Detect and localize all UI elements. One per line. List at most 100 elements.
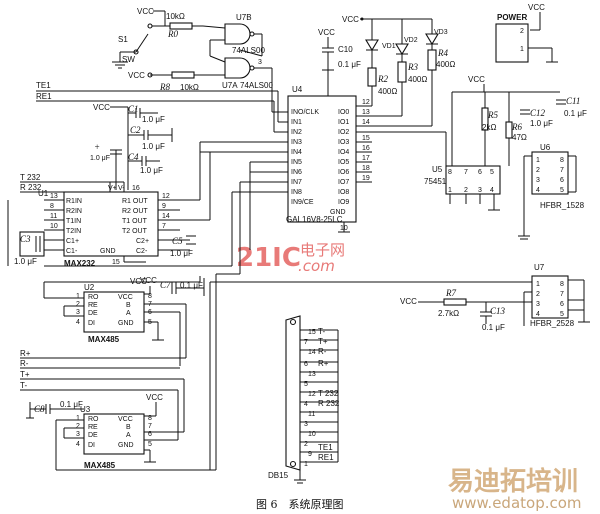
- u3-pin-a: A: [126, 432, 131, 439]
- u7a-label: U7A: [222, 81, 238, 90]
- r4-value: 400Ω: [436, 60, 455, 69]
- svg-text:12: 12: [162, 193, 170, 200]
- c7-value: 0.1 μF: [180, 281, 203, 290]
- vcc-label-u2: VCC: [130, 277, 147, 286]
- u2-pin-ro: RO: [88, 294, 99, 301]
- svg-text:3: 3: [258, 59, 262, 66]
- db15-pin-9: 9: [308, 451, 312, 458]
- te1-label: TE1: [36, 81, 51, 90]
- u4-pin-io1: IO1: [338, 119, 349, 126]
- svg-text:6: 6: [478, 169, 482, 176]
- u1-pin-r2in: R2IN: [66, 208, 82, 215]
- rs485-bus: R+ R- T+ T-: [20, 349, 186, 440]
- c12-label: C12: [530, 108, 546, 118]
- c8-value: 0.1 μF: [60, 400, 83, 409]
- svg-text:3: 3: [536, 177, 540, 184]
- u4-pin-in5: IN5: [291, 159, 302, 166]
- u4-body: [287, 95, 357, 223]
- svg-text:4: 4: [76, 441, 80, 448]
- watermark-edatop: 易迪拓培训 www.edatop.com: [448, 467, 582, 512]
- resistor-r2: [367, 67, 377, 87]
- vcc-label-c10: VCC: [318, 28, 335, 37]
- u4-pin-in0: INO/CLK: [291, 109, 319, 116]
- u7a-part: 74ALS00: [240, 81, 273, 90]
- svg-text:2: 2: [536, 291, 540, 298]
- u4-part: GAL16V8-25LC: [286, 215, 343, 224]
- te-re-signals: TE1 RE1: [36, 81, 288, 193]
- u4-pinnum-17: 17: [362, 155, 370, 162]
- r2-label: R2: [377, 74, 388, 84]
- r3-label: R3: [407, 62, 418, 72]
- u4-pin-io8: IO8: [338, 189, 349, 196]
- svg-text:V-: V-: [118, 185, 125, 192]
- t-plus-label: T+: [20, 370, 30, 379]
- svg-text:5: 5: [560, 187, 564, 194]
- svg-text:8: 8: [148, 415, 152, 422]
- svg-text:10: 10: [50, 223, 58, 230]
- u4-pin-io9: IO9: [338, 199, 349, 206]
- c13-value: 0.1 μF: [482, 323, 505, 332]
- db15-sig-15: T-: [318, 327, 325, 336]
- u4-pin-io7: IO7: [338, 179, 349, 186]
- figure-caption: 图 6 系统原理图: [256, 498, 344, 511]
- svg-text:3: 3: [478, 187, 482, 194]
- u3-label: U3: [80, 405, 91, 414]
- u5-body: [445, 165, 501, 195]
- u3-part: MAX485: [84, 461, 116, 470]
- watermark-logo-b: 电子网: [300, 241, 345, 259]
- c3-value: 1.0 μF: [90, 155, 110, 162]
- svg-text:8: 8: [560, 157, 564, 164]
- svg-text:16: 16: [132, 185, 140, 192]
- u4-pin-io6: IO6: [338, 169, 349, 176]
- led-vd2: [395, 43, 409, 56]
- u4-pinnum-16: 16: [362, 145, 370, 152]
- u1-pin-t2in: T2IN: [66, 228, 81, 235]
- u3-pin-vcc: VCC: [118, 416, 133, 423]
- vd2-label: VD2: [404, 37, 418, 44]
- u2-max485: U2 1 2 3 4 RO RE DE DI VCC B A GND 8 7 6…: [43, 277, 200, 366]
- u7-hfbr2528: U7 1 2 3 4 8 7 6 5 HFBR_2528 VCC R7 2.7k…: [400, 263, 590, 332]
- svg-text:14: 14: [162, 213, 170, 220]
- svg-text:2: 2: [76, 423, 80, 430]
- vcc-label-u5: VCC: [468, 75, 485, 84]
- db15-connector: DB15 15 T- 7 T+ 14 R- 6 R+ 13 5 12 T 232…: [268, 315, 340, 484]
- u4-pin-in2: IN2: [291, 129, 302, 136]
- max232-capacitors: VCC C1 1.0 μF C2 1.0 μF C4 1.0 μF 1.0 μF…: [90, 103, 173, 190]
- r4-label: R4: [437, 48, 448, 58]
- vcc-label-c1: VCC: [93, 103, 110, 112]
- c4-label: C4: [128, 152, 139, 162]
- watermark-site-cn: 易迪拓培训: [448, 467, 578, 497]
- c2-label: C2: [130, 125, 141, 135]
- u2-pin-vcc: VCC: [118, 294, 133, 301]
- db15-pin-10: 10: [308, 431, 316, 438]
- c12-value: 1.0 μF: [530, 119, 553, 128]
- c11-label: C11: [566, 96, 580, 106]
- u3-pin-di: DI: [88, 442, 95, 449]
- u4-gal16v8: U4 VCC INO/CLK IN1 IN2 IN3 IN4 IN5 IN6 I…: [286, 70, 446, 233]
- r3-value: 400Ω: [408, 75, 427, 84]
- u3-body: [83, 413, 145, 455]
- r6-value: 47Ω: [512, 133, 527, 142]
- svg-text:1: 1: [76, 415, 80, 422]
- u1-pin-c1p: C1+: [66, 238, 79, 245]
- svg-text:+: +: [94, 142, 100, 152]
- u1-pin-t1out: T1 OUT: [122, 218, 148, 225]
- r7-value: 2.7kΩ: [438, 309, 459, 318]
- db15-sig-2: TE1: [318, 443, 333, 452]
- c1-label: C1: [128, 104, 139, 114]
- vcc-label-c7: VCC: [140, 276, 157, 285]
- svg-text:5: 5: [560, 311, 564, 318]
- switch-latch-section: VCC 10kΩ R0 S1 SW VCC R8 10kΩ U7B 74ALS0…: [112, 7, 288, 113]
- u1-pin-c2p: C2+: [136, 238, 149, 245]
- db15-pin-3: 3: [304, 421, 308, 428]
- r5-value: 2kΩ: [482, 123, 496, 132]
- svg-text:13: 13: [50, 193, 58, 200]
- t-minus-label: T-: [20, 381, 27, 390]
- svg-text:3: 3: [536, 301, 540, 308]
- u3-pin-gnd: GND: [118, 442, 134, 449]
- t232-label: T 232: [20, 173, 41, 182]
- power-header: [495, 23, 529, 63]
- u1-pin-c2m: C2-: [136, 248, 148, 255]
- r7-label: R7: [445, 288, 456, 298]
- r8-value: 10kΩ: [180, 83, 199, 92]
